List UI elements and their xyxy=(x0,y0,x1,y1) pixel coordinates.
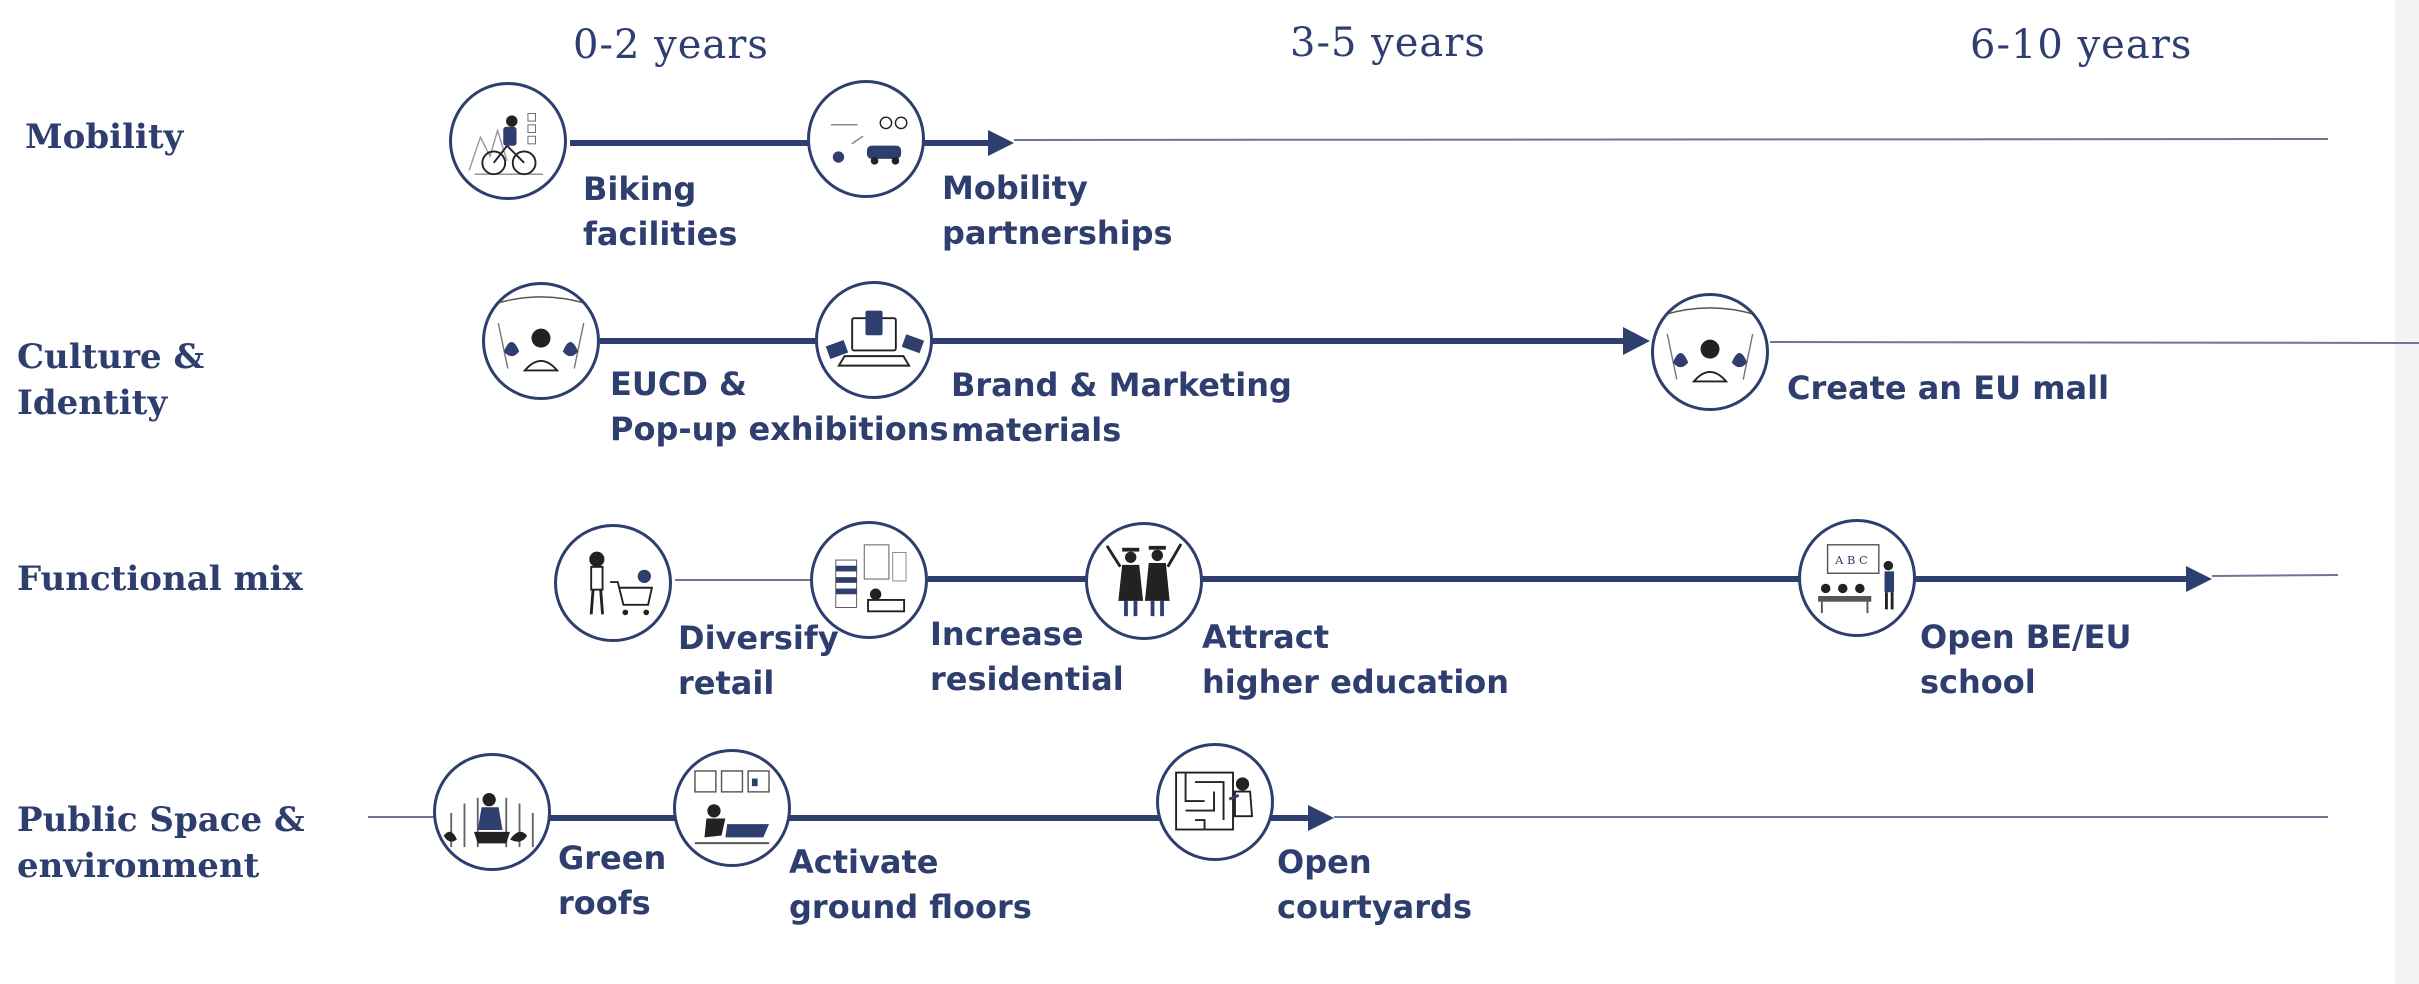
row-label-public-space: Public Space & environment xyxy=(17,800,305,886)
milestone-eu-mall: Create an EU mall xyxy=(1787,369,2110,407)
maze-icon xyxy=(1156,743,1274,861)
gardener-icon xyxy=(433,753,551,871)
graduates-icon xyxy=(1085,522,1203,640)
period-3-5-years: 3-5 years xyxy=(1290,20,1486,66)
svg-text:A B C: A B C xyxy=(1834,553,1868,567)
row-label-culture-identity: Culture & Identity xyxy=(17,337,205,423)
row-label-functional-mix: Functional mix xyxy=(17,559,303,599)
shopping-cart-icon xyxy=(554,524,672,642)
functional-thin-line-b xyxy=(2211,574,2339,577)
buildings-icon xyxy=(810,521,928,639)
culture-thin-line xyxy=(1769,341,2419,344)
culture-arrowhead xyxy=(1623,327,1650,355)
mobility-thin-line xyxy=(1013,138,2329,141)
exhibition-icon xyxy=(1651,293,1769,411)
laptop-icon xyxy=(815,281,933,399)
milestone-eucd-popup: EUCD &Pop-up exhibitions xyxy=(610,365,949,448)
classroom-icon: A B C xyxy=(1798,519,1916,637)
row-label-mobility: Mobility xyxy=(25,117,184,157)
exhibition-icon xyxy=(482,282,600,400)
vehicles-icon xyxy=(807,80,925,198)
mobility-arrowhead xyxy=(988,130,1014,156)
page-margin xyxy=(2395,0,2419,984)
workspace-icon xyxy=(673,749,791,867)
cyclist-icon xyxy=(449,82,567,200)
period-0-2-years: 0-2 years xyxy=(573,22,769,68)
public-arrowhead xyxy=(1308,805,1334,831)
functional-arrowhead xyxy=(2186,566,2212,592)
period-6-10-years: 6-10 years xyxy=(1970,22,2193,68)
